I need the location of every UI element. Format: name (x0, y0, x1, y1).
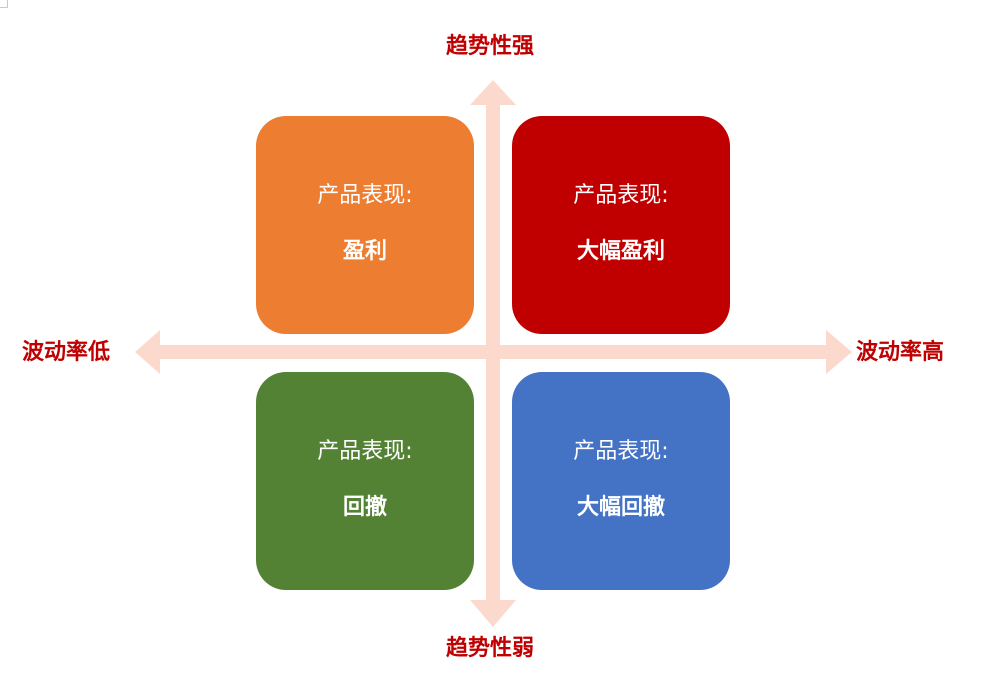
quadrant-top-right: 产品表现: 大幅盈利 (512, 116, 730, 334)
quadrant-value: 大幅回撤 (576, 495, 665, 520)
quadrant-label: 产品表现: (573, 439, 669, 464)
horizontal-axis-arrow (135, 330, 852, 374)
quadrant-label: 产品表现: (317, 439, 413, 464)
quadrant-label: 产品表现: (317, 183, 413, 208)
quadrant-bottom-right: 产品表现: 大幅回撤 (512, 372, 730, 590)
quadrant-value: 回撤 (342, 495, 387, 520)
axis-label-left: 波动率低 (22, 340, 111, 365)
axis-label-right: 波动率高 (856, 340, 945, 365)
axis-label-bottom: 趋势性弱 (445, 636, 534, 661)
quadrant-label: 产品表现: (573, 183, 669, 208)
quadrant-value: 大幅盈利 (576, 239, 665, 264)
quadrant-top-left: 产品表现: 盈利 (256, 116, 474, 334)
quadrant-value: 盈利 (342, 239, 387, 264)
axis-label-top: 趋势性强 (445, 34, 534, 59)
quadrant-bottom-left: 产品表现: 回撤 (256, 372, 474, 590)
corner-mark (0, 0, 8, 8)
